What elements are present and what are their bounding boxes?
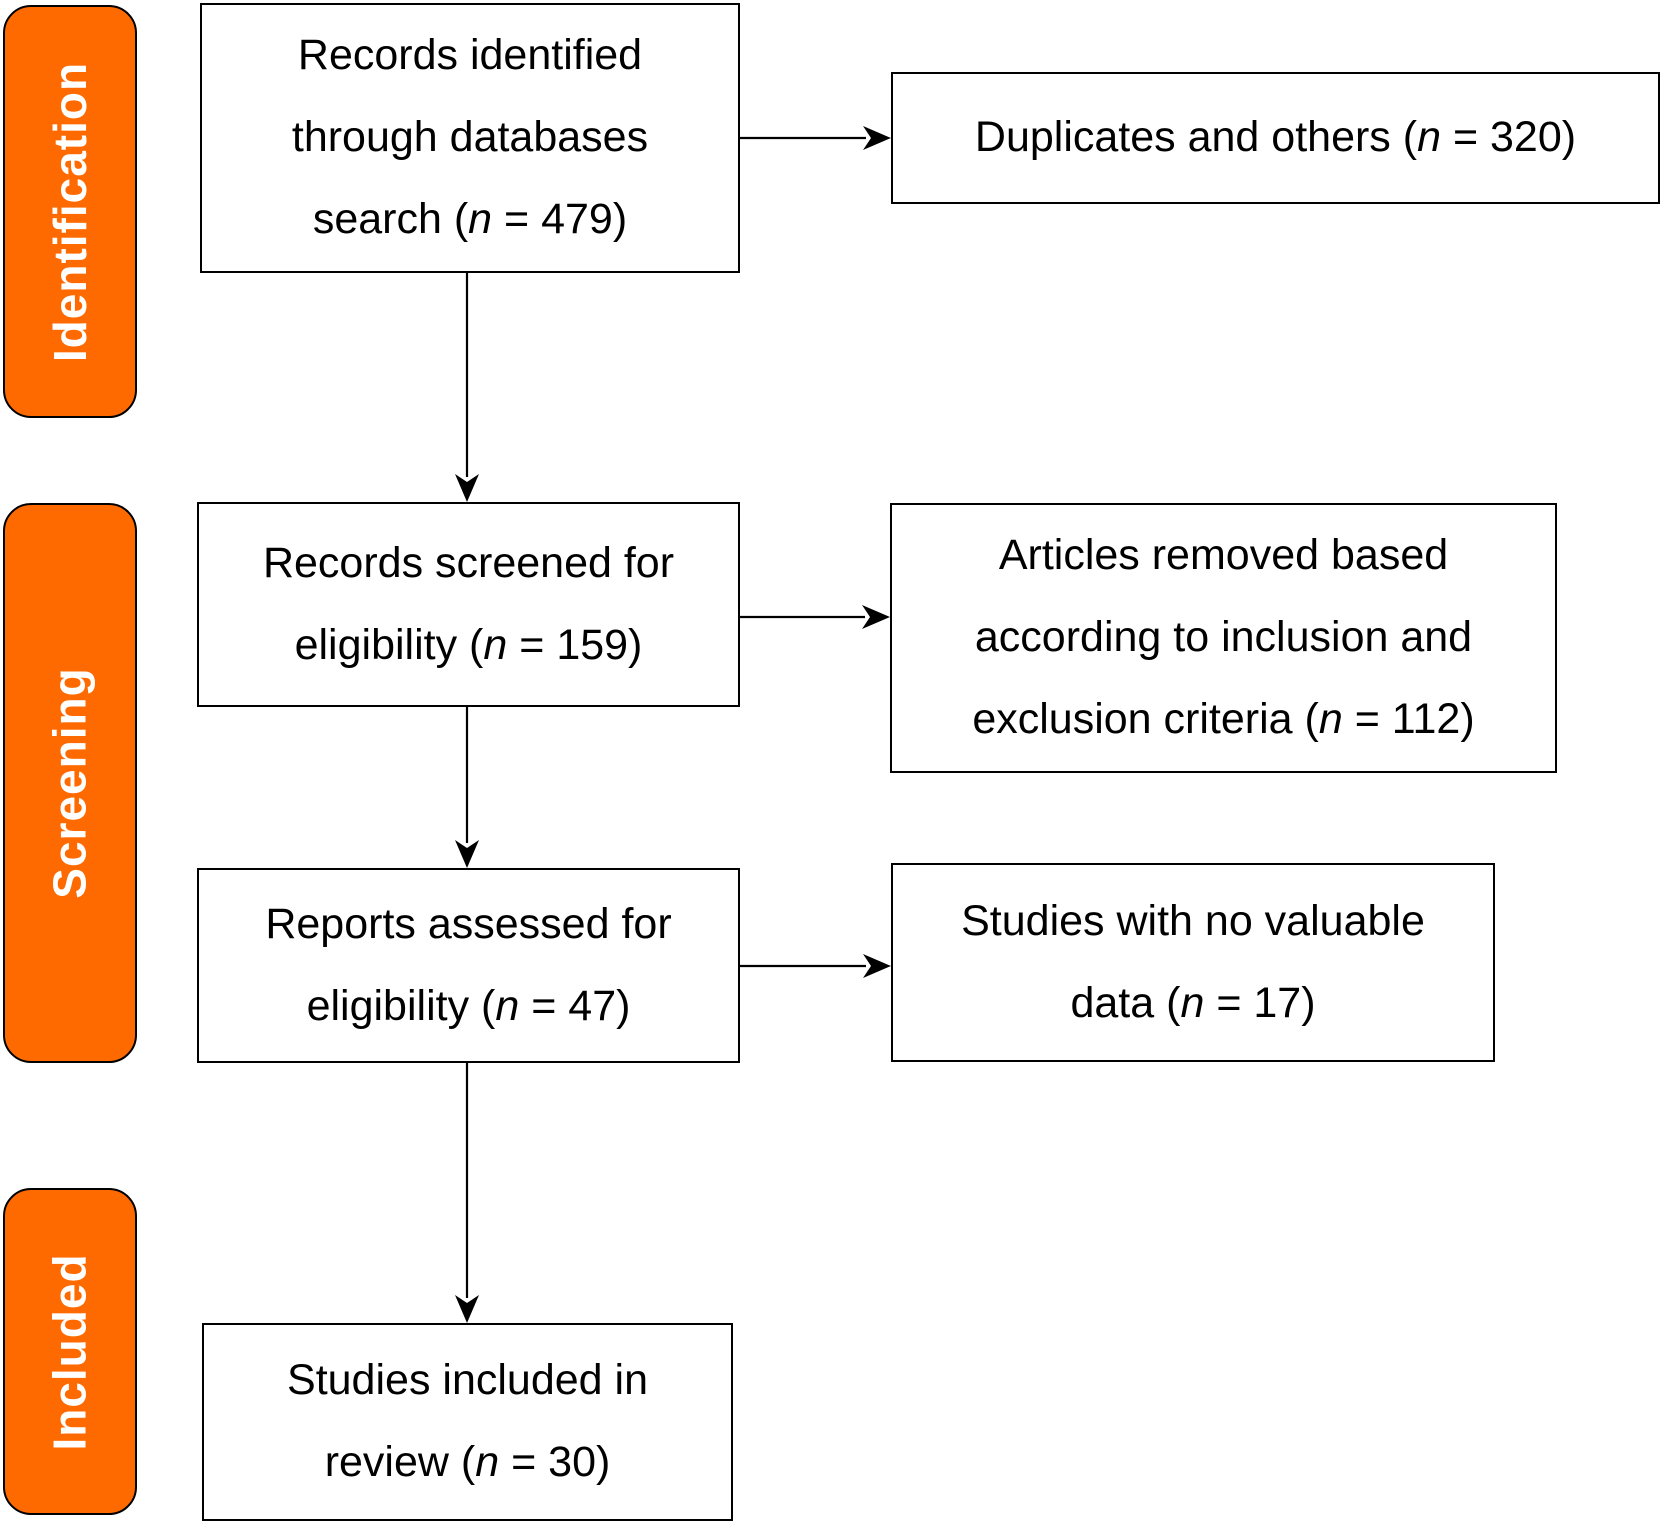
stat-close: = 112) [1342, 694, 1475, 743]
stat-close: = 30) [499, 1438, 611, 1486]
count-group: (n = 479) [442, 195, 627, 243]
label-text: Duplicates and others [974, 113, 1391, 162]
n-variable: n [1417, 113, 1442, 162]
flow-box-label: Duplicates and others (n = 320) [925, 97, 1626, 179]
n-variable: n [468, 194, 493, 243]
stage-label-text: Identification [44, 61, 97, 362]
stat-close: = 159) [507, 620, 643, 669]
flow-box-records-screened: Records screened for eligibility (n = 15… [197, 502, 740, 707]
count-group: (n = 320) [1391, 113, 1576, 161]
stage-label-text: Screening [44, 667, 97, 899]
stat-open: ( [1390, 113, 1418, 162]
flow-box-duplicates: Duplicates and others (n = 320) [891, 72, 1660, 204]
flow-box-articles-removed: Articles removed based according to incl… [890, 503, 1557, 773]
flow-box-label: Records screened for eligibility (n = 15… [231, 523, 706, 686]
count-group: (n = 17) [1154, 979, 1315, 1027]
label-text: Records screened for eligibility [262, 538, 675, 669]
flow-box-label: Studies with no valuable data (n = 17) [925, 881, 1461, 1044]
arrow-down-head-to-reports-assessed [455, 840, 479, 868]
n-variable: n [495, 981, 520, 1030]
stat-open: ( [448, 1438, 476, 1486]
stage-label-text: Included [44, 1252, 96, 1451]
count-group: (n = 47) [469, 982, 630, 1030]
stat-close: = 320) [1441, 113, 1577, 162]
stage-label-included: Included [3, 1188, 137, 1515]
flow-box-reports-assessed: Reports assessed for eligibility (n = 47… [197, 868, 740, 1063]
stat-open: ( [469, 981, 496, 1030]
flow-box-label: Articles removed based according to incl… [924, 515, 1523, 760]
label-text: Reports assessed for eligibility [265, 899, 672, 1030]
count-group: (n = 30) [449, 1438, 610, 1486]
flow-box-no-valuable-data: Studies with no valuable data (n = 17) [891, 863, 1495, 1062]
arrow-down-head-to-studies-included [455, 1295, 479, 1323]
label-text: Studies included in review [287, 1356, 648, 1486]
label-text: Studies with no valuable data [961, 896, 1425, 1027]
arrow-right-head-to-no-valuable-data [863, 954, 891, 978]
flow-box-studies-included: Studies included in review (n = 30) [202, 1323, 733, 1521]
stat-open: ( [457, 620, 484, 669]
stage-label-screening: Screening [3, 503, 137, 1063]
n-variable: n [483, 620, 508, 669]
stat-open: ( [1292, 694, 1319, 743]
n-variable: n [475, 1438, 500, 1486]
count-group: (n = 159) [457, 621, 642, 669]
label-text: Articles removed based according to incl… [972, 531, 1473, 743]
flow-box-label: Records identified through databases sea… [234, 15, 706, 260]
stat-close: = 47) [519, 981, 631, 1030]
arrow-down-head-to-records-screened [455, 474, 479, 502]
arrow-right-head-to-duplicates [863, 126, 891, 150]
n-variable: n [1318, 694, 1343, 743]
stat-open: ( [1154, 978, 1181, 1027]
flow-box-records-identified: Records identified through databases sea… [200, 3, 740, 273]
stage-label-identification: Identification [3, 5, 137, 418]
count-group: (n = 112) [1293, 695, 1475, 743]
flow-box-label: Studies included in review (n = 30) [236, 1340, 699, 1503]
label-text: Records identified through databases sea… [291, 31, 649, 243]
flow-box-label: Reports assessed for eligibility (n = 47… [231, 884, 706, 1047]
stat-close: = 17) [1204, 978, 1316, 1027]
stat-open: ( [441, 194, 469, 243]
n-variable: n [1180, 978, 1205, 1027]
stat-close: = 479) [492, 194, 628, 243]
arrow-right-head-to-articles-removed [862, 605, 890, 629]
